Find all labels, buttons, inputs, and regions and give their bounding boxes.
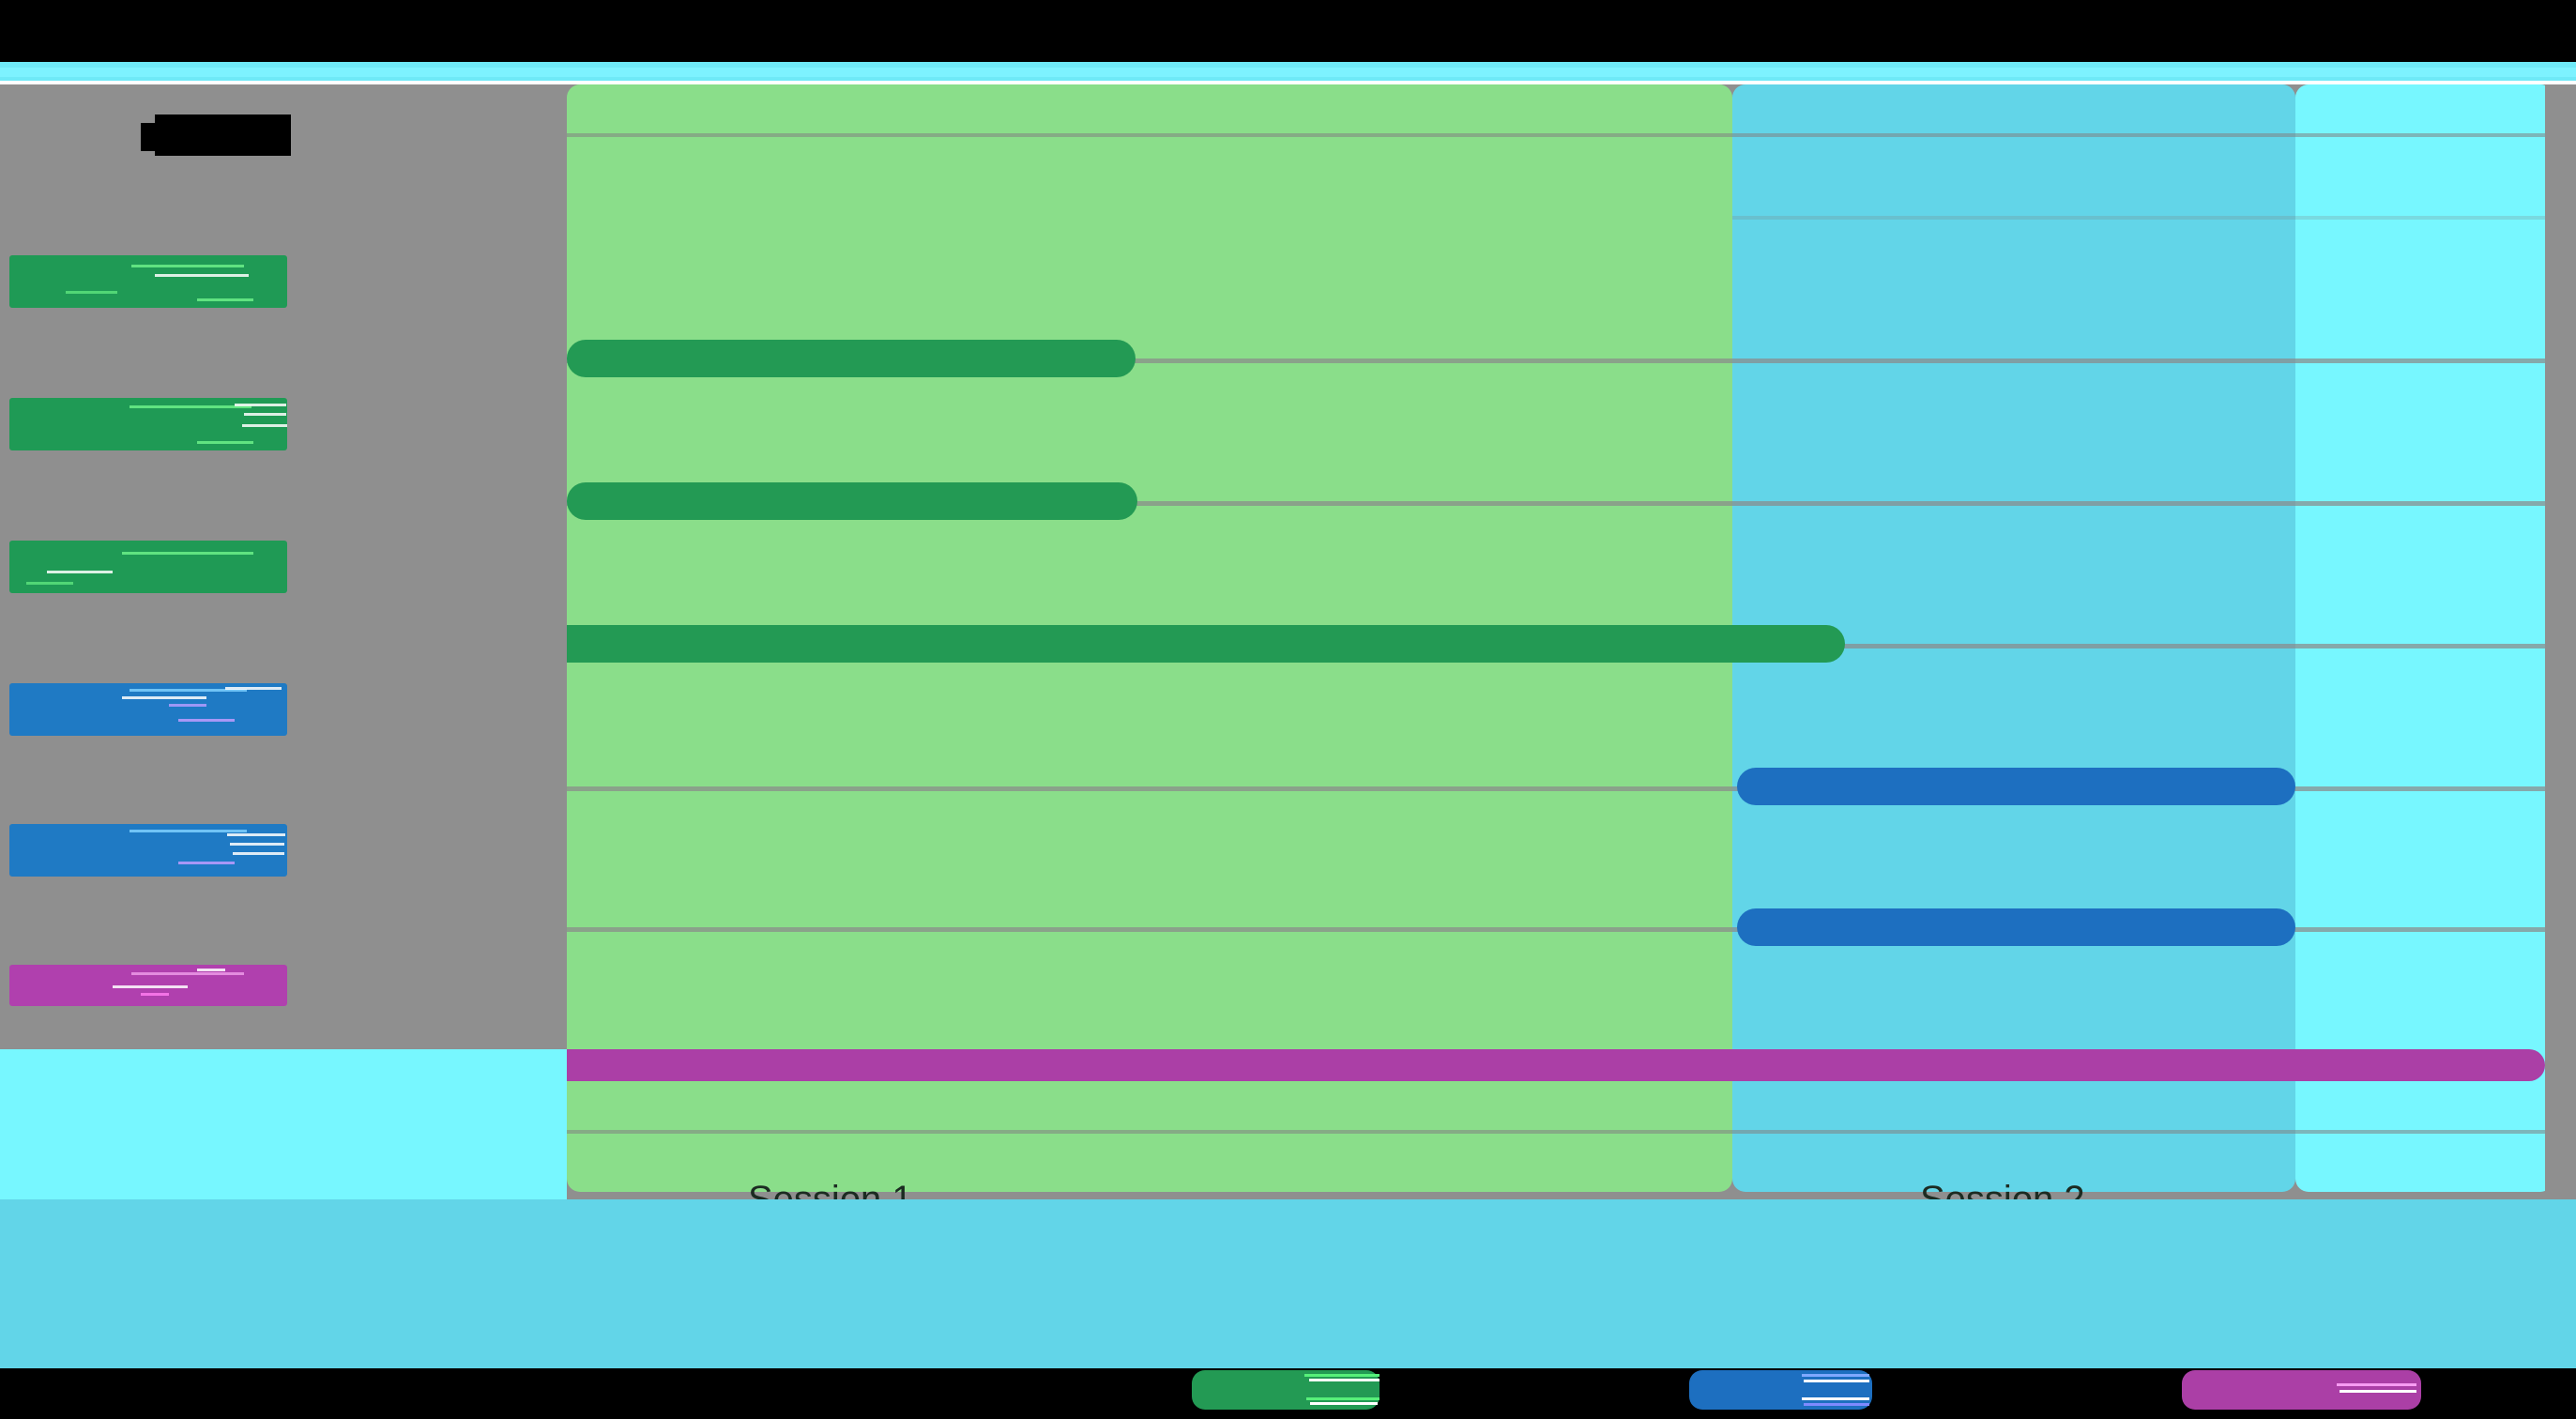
session-label-2: Session 2 (1920, 1179, 2085, 1199)
redaction-noise (122, 552, 253, 555)
redaction-noise (227, 833, 285, 836)
redaction-noise (2337, 1383, 2416, 1386)
task-label-gutter (300, 84, 567, 1049)
redaction-noise (1802, 1374, 1869, 1377)
top-divider (0, 81, 2576, 84)
redaction-noise (225, 687, 282, 690)
redaction-noise (1802, 1397, 1869, 1400)
vertical-scrollbar-track[interactable] (2545, 84, 2576, 1199)
redaction-noise (197, 969, 225, 971)
redaction-noise (66, 291, 117, 294)
session-label-1: Session 1 (748, 1179, 913, 1199)
redaction-noise (131, 265, 244, 267)
gantt-bar-row-5[interactable] (1737, 908, 2295, 946)
redaction-noise (26, 582, 73, 585)
row-separator (1732, 216, 2553, 220)
redaction-noise (1804, 1380, 1869, 1382)
redaction-noise (47, 571, 113, 573)
gantt-bar-row-1[interactable] (567, 340, 1136, 377)
legend-swatch-magenta[interactable] (2182, 1370, 2421, 1410)
row-separator (567, 1130, 2545, 1134)
redaction-noise (178, 719, 235, 722)
task-label-row-1[interactable] (9, 255, 287, 308)
redaction-noise (1309, 1379, 1379, 1381)
column-header-redaction (155, 114, 291, 156)
redaction-noise (1310, 1402, 1378, 1405)
column-header-redaction-tail (141, 123, 164, 151)
task-label-row-3[interactable] (9, 541, 287, 593)
redaction-noise (178, 862, 235, 864)
redaction-noise (197, 298, 253, 301)
redaction-noise (244, 413, 286, 416)
legend-swatch-green[interactable] (1192, 1370, 1379, 1410)
redaction-noise (122, 696, 206, 699)
gantt-bar-row-6[interactable] (305, 1049, 2545, 1081)
redaction-noise (155, 274, 249, 277)
gridline-row-1 (567, 359, 2545, 363)
task-label-row-6[interactable] (9, 965, 287, 1006)
gantt-bar-row-4[interactable] (1737, 768, 2295, 805)
redaction-noise (130, 689, 247, 692)
row-separator (567, 133, 2545, 137)
axis-foot-strip (0, 1049, 567, 1199)
session-band-3 (2295, 84, 2553, 1192)
chart-footer-band (0, 1199, 2576, 1368)
redaction-noise (1306, 1397, 1379, 1400)
redaction-noise (131, 972, 244, 975)
redaction-noise (1804, 1403, 1869, 1406)
redaction-noise (242, 424, 287, 427)
gridline-row-4 (567, 786, 2545, 791)
redaction-noise (235, 404, 286, 406)
redaction-noise (130, 830, 247, 832)
redaction-noise (233, 852, 284, 855)
redaction-noise (169, 704, 206, 707)
redaction-noise (1304, 1374, 1379, 1377)
redaction-noise (141, 993, 169, 996)
top-accent-strip-inner (0, 68, 2576, 77)
gantt-bar-row-3[interactable] (372, 625, 1845, 663)
task-label-row-4[interactable] (9, 683, 287, 736)
gridline-row-5 (567, 927, 2545, 932)
redaction-noise (113, 985, 188, 988)
redaction-noise (230, 843, 284, 846)
task-label-row-2[interactable] (9, 398, 287, 450)
redaction-noise (2340, 1390, 2416, 1393)
vertical-scrollbar-thumb[interactable] (2545, 92, 2576, 1152)
gantt-bar-row-2[interactable] (567, 482, 1137, 520)
gridline-row-2 (567, 501, 2545, 506)
window-titlebar (0, 0, 2576, 68)
task-label-row-5[interactable] (9, 824, 287, 877)
legend-swatch-blue[interactable] (1689, 1370, 1872, 1410)
redaction-noise (197, 441, 253, 444)
redaction-noise (130, 405, 252, 408)
